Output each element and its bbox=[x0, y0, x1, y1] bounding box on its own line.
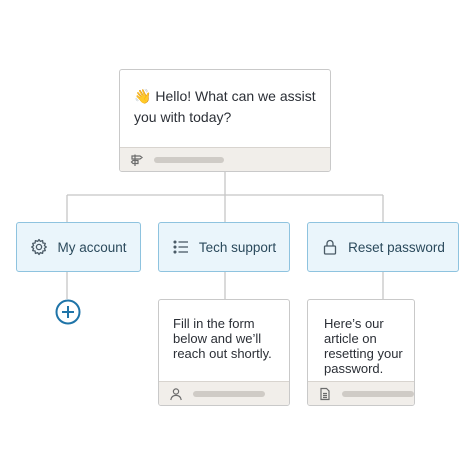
response-text: Fill in the form below and we’ll reach o… bbox=[173, 316, 272, 361]
add-step-button[interactable] bbox=[55, 299, 81, 325]
document-icon bbox=[318, 387, 332, 401]
option-label: My account bbox=[57, 239, 127, 255]
response-card-form[interactable]: Fill in the form below and we’ll reach o… bbox=[158, 299, 290, 406]
gear-icon bbox=[30, 238, 48, 256]
waving-hand-emoji: 👋 bbox=[134, 88, 152, 104]
placeholder-bar bbox=[342, 390, 414, 397]
option-tech-support[interactable]: Tech support bbox=[158, 222, 290, 272]
greeting-card-footer bbox=[120, 147, 330, 171]
person-icon bbox=[169, 387, 183, 401]
option-my-account[interactable]: My account bbox=[16, 222, 141, 272]
placeholder-bar bbox=[193, 390, 265, 397]
greeting-text: Hello! What can we assist you with today… bbox=[134, 88, 316, 125]
lock-icon bbox=[321, 238, 339, 256]
option-label: Reset password bbox=[348, 239, 445, 255]
greeting-card[interactable]: 👋 Hello! What can we assist you with tod… bbox=[119, 69, 331, 172]
plus-circle-icon bbox=[55, 299, 81, 325]
response-card-footer bbox=[159, 381, 289, 405]
list-icon bbox=[172, 238, 190, 256]
placeholder-bar bbox=[154, 156, 224, 163]
option-reset-password[interactable]: Reset password bbox=[307, 222, 459, 272]
response-card-footer bbox=[308, 381, 414, 405]
greeting-message: 👋 Hello! What can we assist you with tod… bbox=[120, 70, 330, 128]
signpost-icon bbox=[130, 153, 144, 167]
response-card-article[interactable]: Here’s our article on resetting your pas… bbox=[307, 299, 415, 406]
option-label: Tech support bbox=[198, 239, 277, 255]
response-text: Here’s our article on resetting your pas… bbox=[324, 316, 403, 376]
